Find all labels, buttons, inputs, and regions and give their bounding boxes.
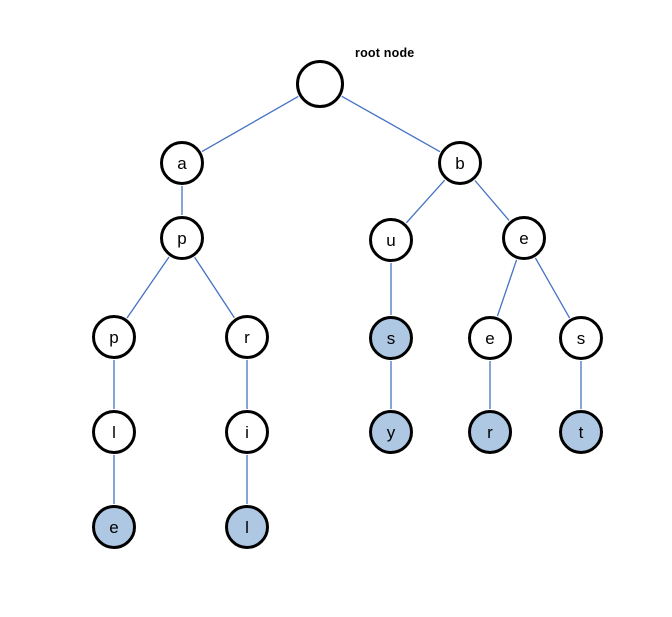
tree-node-label: t <box>578 422 584 442</box>
tree-node-t[interactable]: t <box>559 410 603 454</box>
tree-edge-b-e1 <box>474 180 510 221</box>
tree-node-label: p <box>109 327 119 347</box>
tree-node-root[interactable] <box>296 60 344 108</box>
tree-node-label: i <box>245 422 249 442</box>
tree-node-label: s <box>576 328 586 348</box>
tree-edge-root-b <box>341 95 441 153</box>
tree-node-l2[interactable]: l <box>225 505 269 549</box>
tree-node-label: l <box>112 422 116 442</box>
tree-node-label: e <box>485 328 495 348</box>
tree-node-label: e <box>519 228 529 248</box>
tree-edge-e1-s2 <box>534 257 571 319</box>
tree-node-label: p <box>177 228 187 248</box>
root-node-label: root node <box>355 46 415 60</box>
tree-node-label: u <box>386 230 396 250</box>
tree-node-label: s <box>386 328 396 348</box>
tree-node-l1[interactable]: l <box>92 410 136 454</box>
tree-node-u[interactable]: u <box>369 218 413 262</box>
tree-node-label: y <box>386 422 396 442</box>
tree-node-label: r <box>487 422 493 442</box>
tree-edge-p1-p2 <box>126 256 170 319</box>
tree-node-y[interactable]: y <box>369 410 413 454</box>
tree-node-i[interactable]: i <box>225 410 269 454</box>
tree-node-e3[interactable]: e <box>92 505 136 549</box>
tree-node-label: e <box>109 517 119 537</box>
tree-node-s2[interactable]: s <box>559 316 603 360</box>
tree-node-s1[interactable]: s <box>369 316 413 360</box>
tree-node-a[interactable]: a <box>160 141 204 185</box>
tree-edge-p1-r1 <box>194 256 235 319</box>
tree-node-e1[interactable]: e <box>502 216 546 260</box>
tree-node-e2[interactable]: e <box>468 316 512 360</box>
tree-edge-e1-e2 <box>496 259 518 317</box>
tree-node-r1[interactable]: r <box>225 315 269 359</box>
tree-node-p2[interactable]: p <box>92 315 136 359</box>
tree-node-label: l <box>245 517 249 537</box>
tree-node-r2[interactable]: r <box>468 410 512 454</box>
tree-node-label: a <box>177 153 187 173</box>
tree-node-b[interactable]: b <box>438 141 482 185</box>
tree-edge-b-u <box>405 179 446 224</box>
tree-edge-root-a <box>201 95 299 153</box>
tree-node-label: r <box>244 327 250 347</box>
tree-node-p1[interactable]: p <box>160 216 204 260</box>
tree-node-label: b <box>455 153 465 173</box>
